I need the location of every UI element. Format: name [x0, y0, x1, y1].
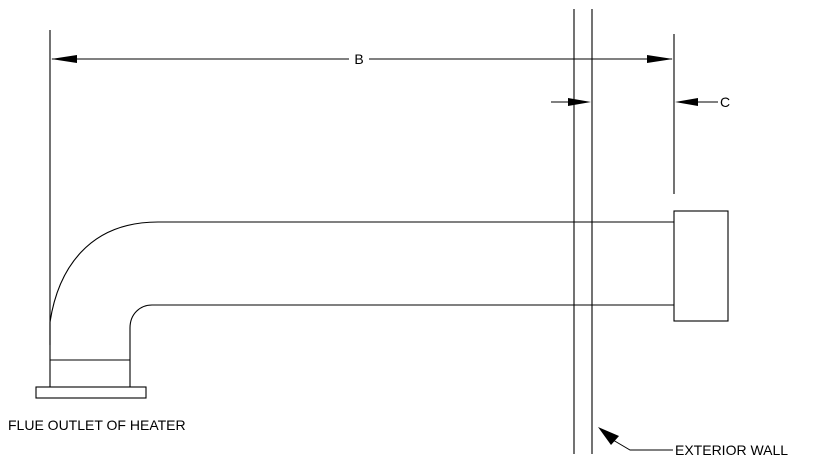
flue-outlet-label: FLUE OUTLET OF HEATER	[8, 417, 186, 433]
dimension-b-label: B	[354, 51, 363, 67]
exterior-wall-label: EXTERIOR WALL	[675, 442, 788, 458]
vent-pipe-outer-wall	[49, 221, 674, 345]
dimension-c-arrow-left	[568, 98, 591, 106]
dimension-c-arrow-right	[675, 98, 698, 106]
dimension-b-arrow-right	[647, 55, 673, 63]
flue-outlet-flange	[35, 386, 147, 399]
dimension-c-label: C	[720, 94, 730, 110]
dimension-b-arrow-left	[51, 55, 77, 63]
vent-terminal-cap	[673, 210, 729, 322]
vent-pipe-inner-wall	[129, 304, 674, 360]
exterior-wall-arrowhead	[598, 427, 619, 445]
exterior-wall-leader	[612, 439, 673, 451]
